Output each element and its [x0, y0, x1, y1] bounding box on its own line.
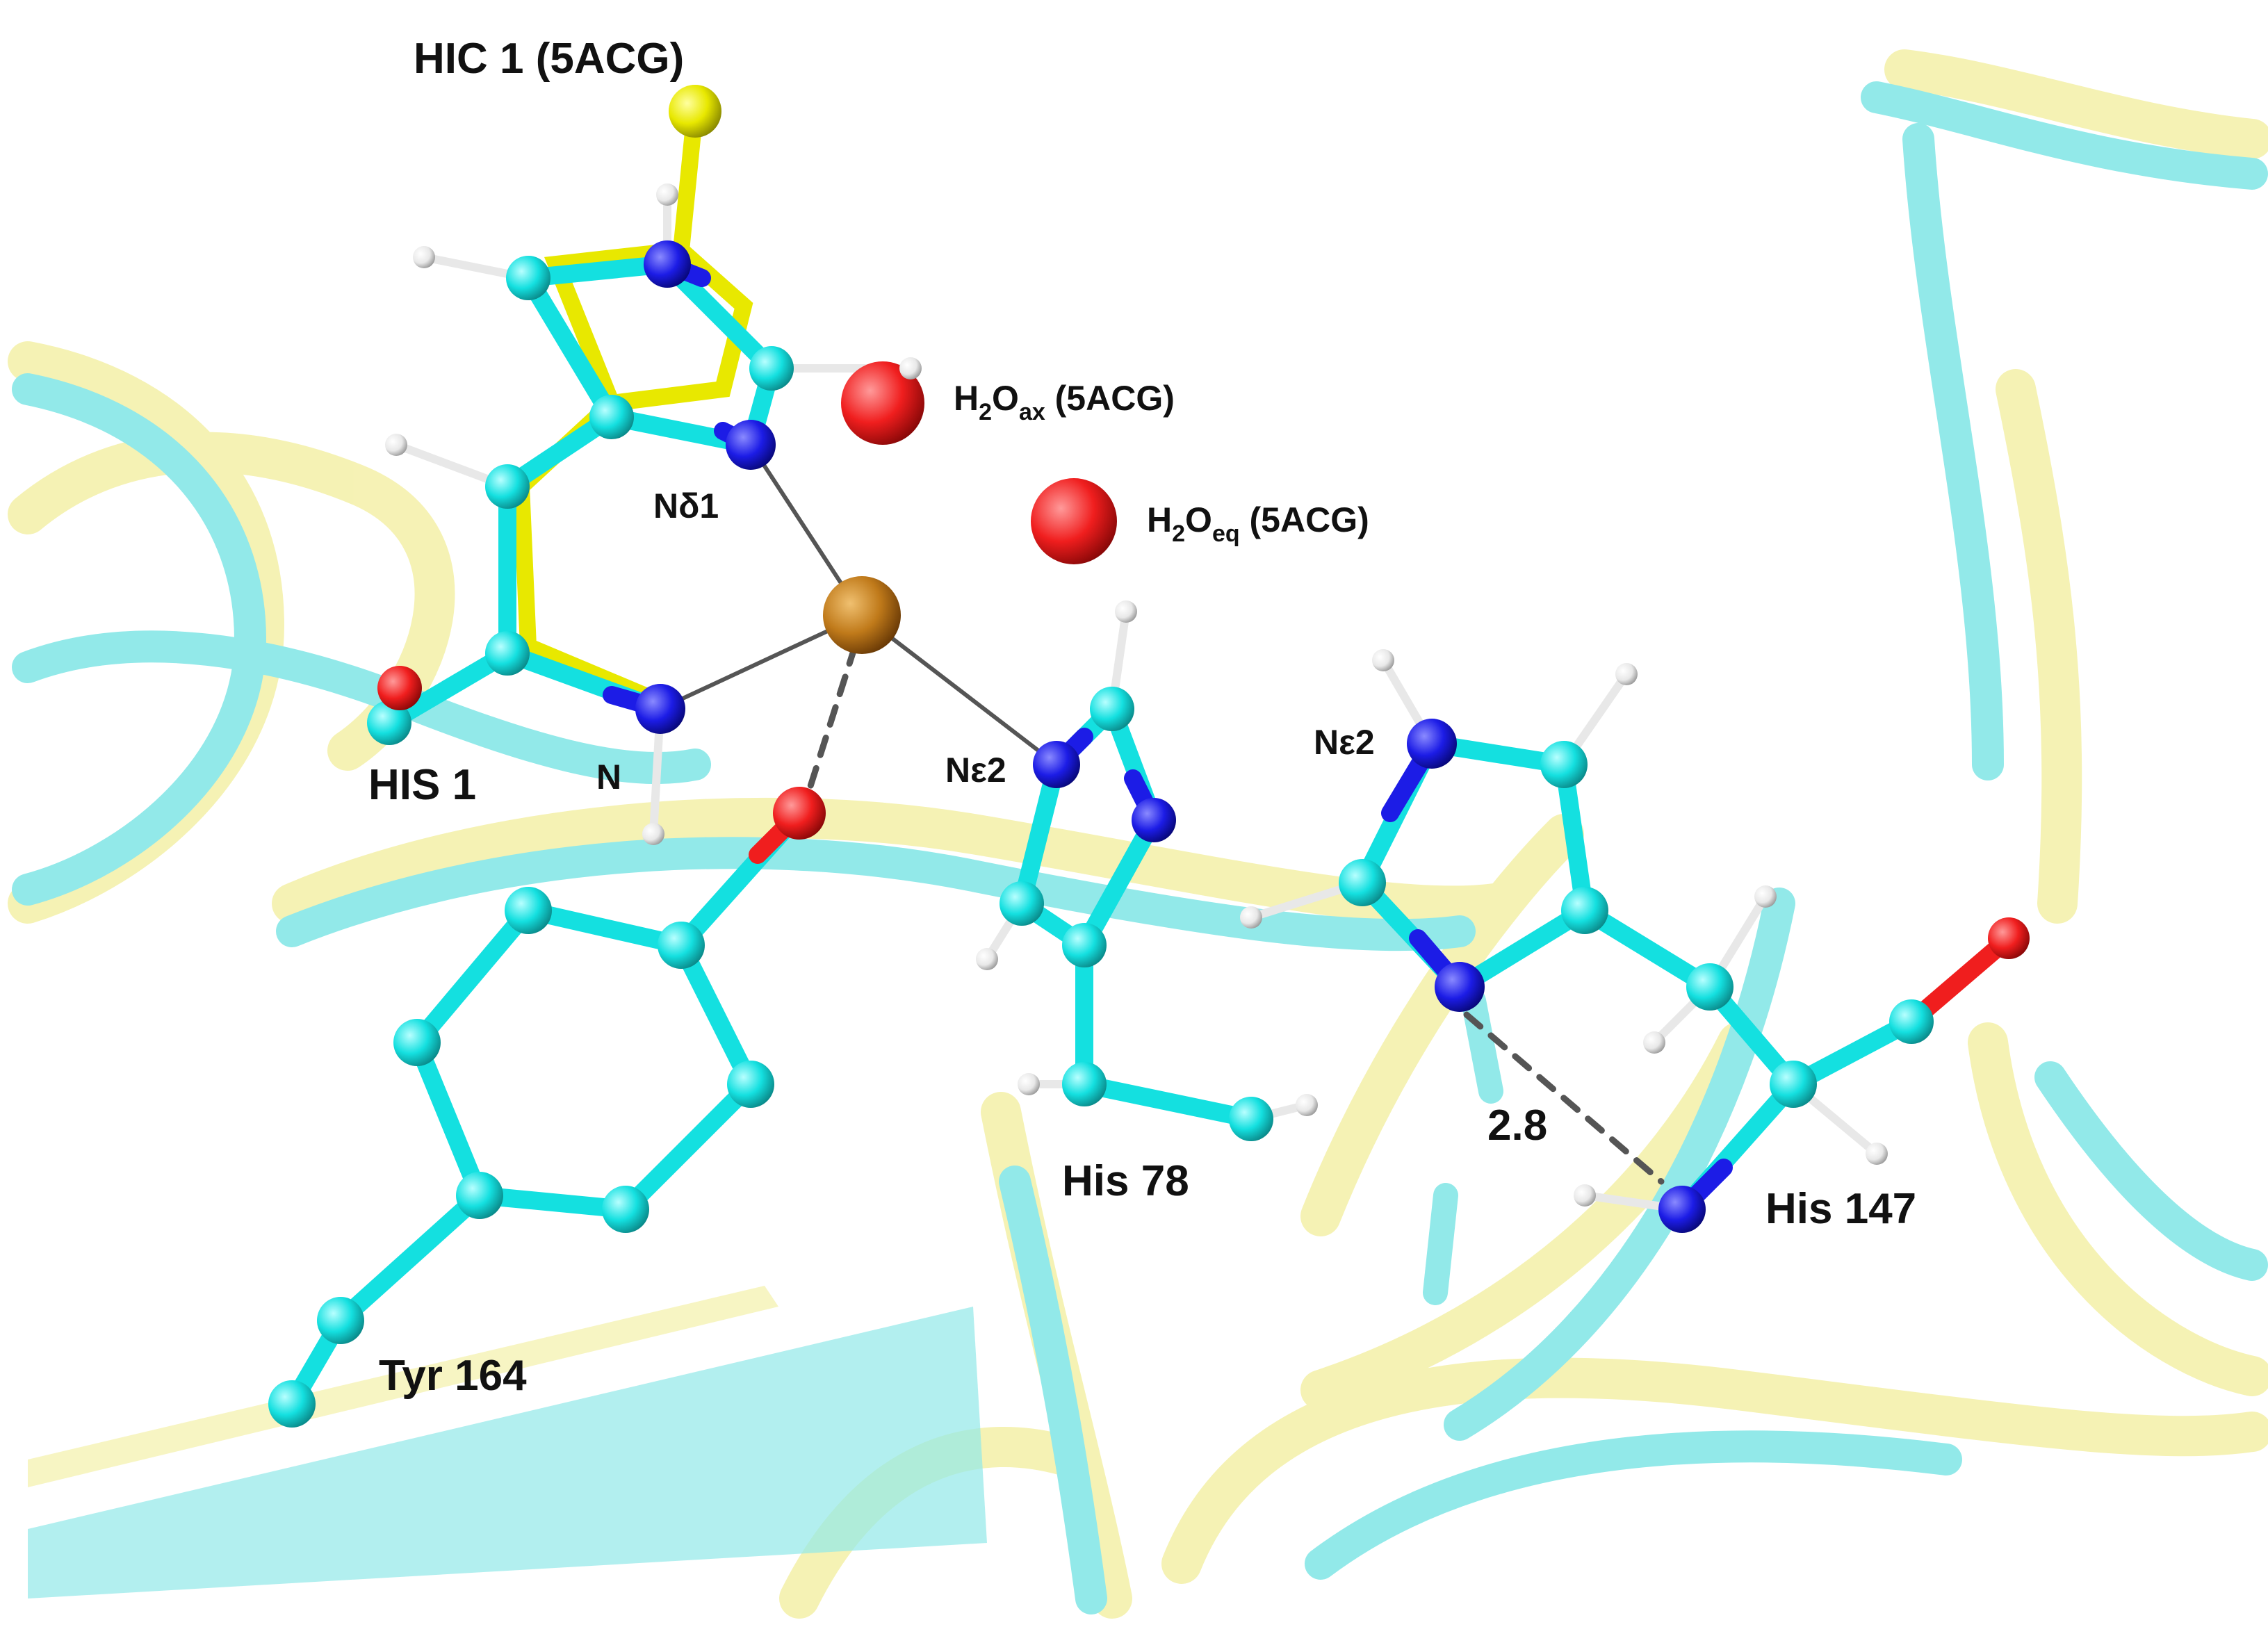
water-axial-atom: [841, 361, 924, 445]
label-nd1: Nδ1: [653, 487, 719, 525]
label-water-axial: H2Oax (5ACG): [954, 379, 1175, 425]
label-ne2-his78: Nε2: [945, 751, 1006, 790]
label-water-equatorial: H2Oeq (5ACG): [1147, 500, 1369, 547]
label-hic1: HIC 1 (5ACG): [414, 35, 684, 83]
label-his147: His 147: [1765, 1185, 1916, 1233]
atoms: [268, 85, 2030, 1428]
label-ne2-his147: Nε2: [1314, 723, 1375, 762]
label-n-amine: N: [596, 758, 621, 796]
copper-atom: [823, 576, 901, 654]
sulfur-atom: [669, 85, 721, 138]
label-his1: HIS 1: [368, 761, 476, 809]
label-his78: His 78: [1062, 1157, 1189, 1205]
labels: HIC 1 (5ACG) HIS 1 N Nδ1 Nε2 Nε2 His 78 …: [368, 35, 1916, 1400]
label-tyr164: Tyr 164: [379, 1352, 527, 1400]
label-distance: 2.8: [1487, 1102, 1547, 1150]
water-equatorial-atom: [1031, 478, 1117, 564]
